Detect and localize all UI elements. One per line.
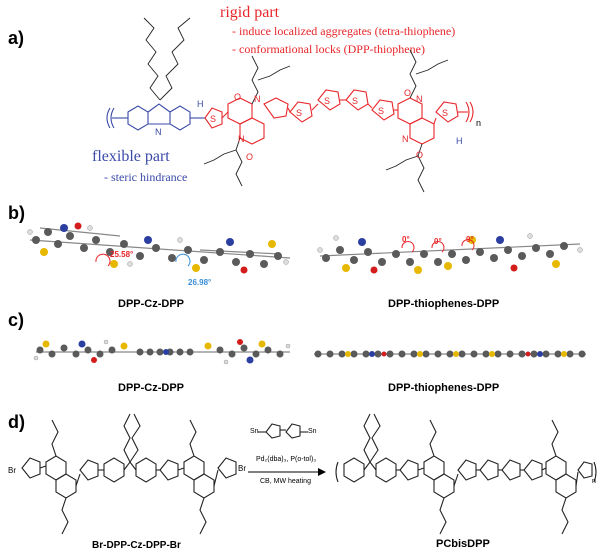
br-left-label: Br [8, 466, 16, 475]
atom-s-5: S [378, 106, 384, 116]
polymer-n-label: n [592, 478, 596, 485]
rigid-part-point-2: - conformational locks (DPP-thiophene) [232, 42, 425, 56]
panel-c-models [33, 339, 586, 365]
flexible-part-point-1: - steric hindrance [104, 170, 188, 184]
torsion-angle-4: 0° [434, 237, 442, 246]
product-structure [335, 413, 597, 535]
br-right-label: Br [238, 464, 246, 473]
reactant-caption: Br-DPP-Cz-DPP-Br [92, 540, 181, 551]
carbazole-alkyl-chain [143, 17, 191, 101]
panel-a-structure: O O O O S S S S S S N N N N [106, 17, 474, 193]
dpp-thiophenes-dpp-side-view [314, 350, 586, 358]
reagent-line-2: CB, MW heating [260, 478, 311, 485]
atom-n-blue: N [155, 127, 162, 137]
atom-s-1: S [210, 114, 216, 124]
panel-b-models [27, 222, 583, 274]
panel-label-b: b) [8, 203, 25, 223]
atom-h-blue-1: H [197, 99, 204, 109]
atom-h-blue-2: H [456, 136, 463, 146]
atom-s-2: S [296, 108, 302, 118]
flexible-part-title: flexible part [92, 148, 170, 165]
torsion-angle-5: 0° [466, 235, 474, 244]
panel-c-right-caption: DPP-thiophenes-DPP [388, 382, 500, 394]
dpp-thiophenes-dpp-top-view [317, 233, 583, 274]
atom-o-3: O [404, 88, 411, 98]
atom-n-2: N [238, 134, 245, 144]
sn-left-label: Sn [250, 428, 259, 435]
carbazole-unit [106, 103, 205, 131]
panel-label-d: d) [8, 412, 25, 432]
dpp-cz-dpp-side-view [33, 339, 291, 365]
rigid-backbone [204, 89, 474, 145]
product-caption: PCbisDPP [436, 538, 490, 550]
panel-label-a: a) [8, 28, 25, 48]
atom-s-3: S [324, 96, 330, 106]
torsion-angle-3: 0° [402, 235, 410, 244]
atom-o-1: O [234, 92, 241, 102]
panel-b-right-caption: DPP-thiophenes-DPP [388, 298, 500, 310]
reactant-structure [21, 413, 237, 535]
dpp-cz-dpp-top-view [27, 222, 291, 274]
rigid-part-title: rigid part [220, 4, 280, 21]
atom-n-4: N [402, 134, 409, 144]
atom-n-3: N [416, 94, 423, 104]
atom-n-1: N [254, 94, 261, 104]
reagent-line-1: Pd₂(dba)₃, P(o-tol)₃ [256, 456, 317, 463]
reaction-arrow [248, 468, 326, 476]
atom-o-4: O [416, 150, 423, 160]
panel-c-left-caption: DPP-Cz-DPP [118, 382, 185, 394]
panel-label-c: c) [8, 310, 25, 330]
rigid-part-point-1: - induce localized aggregates (tetra-thi… [232, 24, 456, 38]
atom-s-4: S [352, 96, 358, 106]
repeat-unit-n: n [476, 118, 482, 128]
atom-s-6: S [442, 108, 448, 118]
torsion-angle-1: 25.58° [110, 250, 134, 259]
atom-o-2: O [246, 152, 253, 162]
torsion-angle-2: 26.98° [188, 278, 212, 287]
panel-b-left-caption: DPP-Cz-DPP [118, 298, 185, 310]
dpp-alkyl-chains [203, 49, 449, 193]
sn-right-label: Sn [308, 428, 317, 435]
stannyl-reagent [258, 423, 308, 439]
